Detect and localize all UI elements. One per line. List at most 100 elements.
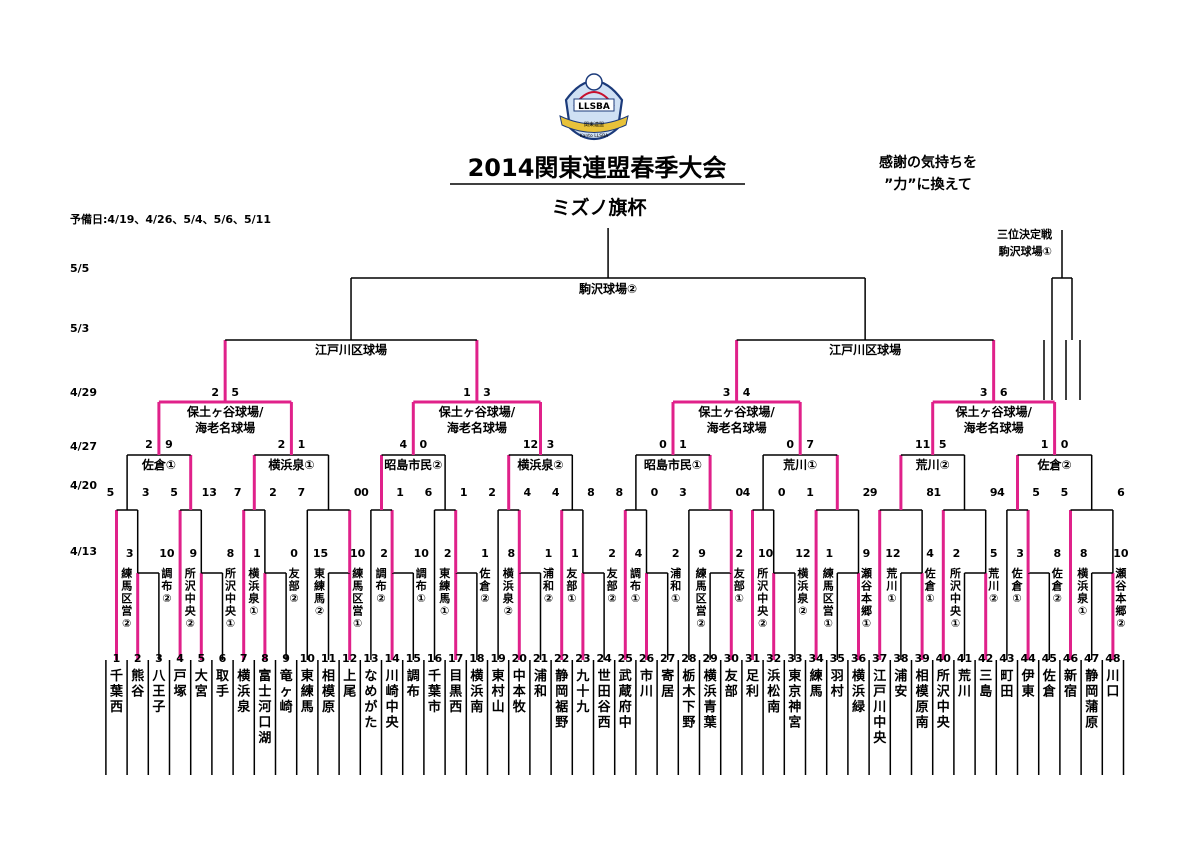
team-name-glyph: 宮 [788, 715, 801, 731]
team-name: 戸塚 [174, 669, 187, 700]
team-name: 横浜泉 [237, 668, 251, 715]
team-number: 18 [469, 652, 484, 665]
r1-score: 2 [672, 547, 680, 560]
r3-score: 5 [939, 438, 947, 451]
team-name: 川口 [1105, 669, 1119, 700]
team-number: 9 [282, 652, 290, 665]
team-name-glyph: 南 [470, 699, 483, 715]
team-number: 28 [681, 652, 696, 665]
r1-slot-label-glyph: 和 [543, 579, 554, 593]
r1-slot-label-glyph: 浜 [1077, 579, 1088, 593]
r3-venue: 佐倉① [141, 457, 176, 472]
r2-score: 1 [806, 486, 814, 499]
r1-slot-label-glyph: 調 [416, 566, 427, 580]
r1-slot-label-glyph: ① [735, 592, 744, 605]
team-name-glyph: 黒 [449, 684, 462, 700]
team-name: 調布 [407, 668, 420, 700]
r3-score: 1 [1041, 438, 1049, 451]
team-name-glyph: 千 [428, 668, 441, 684]
r1-slot-label-glyph: 佐 [1011, 566, 1023, 580]
r1-slot-label-glyph: 央 [757, 604, 769, 618]
team-name-glyph: 中 [513, 668, 526, 684]
team-name-glyph: 岡 [555, 685, 568, 700]
team-number: 21 [533, 652, 548, 665]
r2-score: 0 [778, 486, 786, 499]
r1-score: 1 [825, 547, 833, 560]
r1-slot-label-glyph: 泉 [1076, 591, 1089, 605]
team-name-glyph: 口 [1106, 685, 1119, 700]
team-name-glyph: 松 [767, 684, 780, 700]
team-name-glyph: 荒 [957, 668, 971, 684]
r1-slot-label: 荒川① [885, 566, 897, 605]
r1-slot-label: 友部① [734, 566, 745, 605]
team-number: 26 [639, 652, 655, 665]
team-number: 33 [787, 652, 802, 665]
qf-score: 1 [463, 386, 471, 399]
team-name: 新宿 [1064, 668, 1077, 700]
team-name-glyph: 西 [110, 700, 123, 715]
team-name-glyph: 市 [640, 668, 653, 684]
team-name: 九十九 [575, 669, 589, 715]
r3-venue: 荒川② [915, 457, 950, 472]
r1-slot-label: 荒川② [987, 566, 999, 605]
r2-score: 4 [523, 486, 531, 499]
r2-score: 1 [933, 486, 941, 499]
r1-slot-label-glyph: ① [951, 617, 960, 630]
r1-slot-label-glyph: ① [440, 605, 449, 618]
team-name-glyph: 栃 [682, 668, 695, 684]
r3-venue: 荒川① [782, 457, 817, 472]
r1-slot-label-glyph: 浦 [543, 566, 554, 580]
team-name-glyph: 尾 [343, 685, 356, 700]
team-name-glyph: 十 [576, 684, 589, 700]
r1-slot-label-glyph: ② [376, 592, 385, 605]
r1-slot-label-glyph: ② [758, 617, 767, 630]
qf-score: 3 [723, 386, 731, 399]
r1-slot-label-glyph: 区 [121, 592, 132, 605]
team-name-glyph: 崎 [386, 684, 399, 700]
team-name-glyph: 葉 [427, 684, 442, 700]
r1-slot-label-glyph: ② [544, 592, 553, 605]
team-name-glyph: 蒲 [1085, 699, 1098, 715]
team-name-glyph: 江 [873, 668, 886, 684]
team-name-glyph: 新 [1064, 668, 1077, 684]
r3-score: 2 [145, 438, 153, 451]
r3-score: 12 [523, 438, 538, 451]
third-place-venue: 駒沢球場① [999, 244, 1052, 258]
qf-score: 5 [231, 386, 239, 399]
r1-score: 9 [189, 547, 197, 560]
r2-score: 0 [354, 486, 362, 499]
tournament-subtitle: ミズノ旗杯 [551, 196, 646, 219]
r1-slot-label-glyph: 東 [314, 566, 326, 580]
r1-slot-label: 浦和② [543, 566, 554, 605]
r1-slot-label-glyph: 練 [314, 579, 325, 593]
r1-slot-label-glyph: 本 [861, 591, 872, 605]
team-name-glyph: 九 [575, 700, 589, 715]
r1-slot-label: 横浜泉② [502, 566, 515, 618]
team-number: 42 [978, 652, 993, 665]
logo-caption-top: 関東連盟 [584, 121, 604, 128]
date-label-4-13: 4/13 [70, 545, 97, 558]
team-name-glyph: 東 [788, 668, 801, 684]
r1-slot-label-glyph: 中 [757, 591, 768, 605]
qf-venue-line1: 保土ヶ谷球場/ [438, 404, 516, 419]
r1-slot-label-glyph: 倉 [924, 579, 937, 593]
r1-slot-label-glyph: ① [1012, 592, 1021, 605]
third-place-label: 三位決定戦 [997, 227, 1053, 241]
team-name-glyph: 木 [681, 684, 696, 700]
r1-slot-label-glyph: 布 [416, 579, 427, 593]
r1-slot-label-glyph: 横 [503, 566, 515, 580]
r1-slot-label-glyph: ① [887, 592, 896, 605]
r1-slot-label-glyph: 練 [439, 579, 450, 593]
r3-venue: 佐倉② [1037, 457, 1072, 472]
